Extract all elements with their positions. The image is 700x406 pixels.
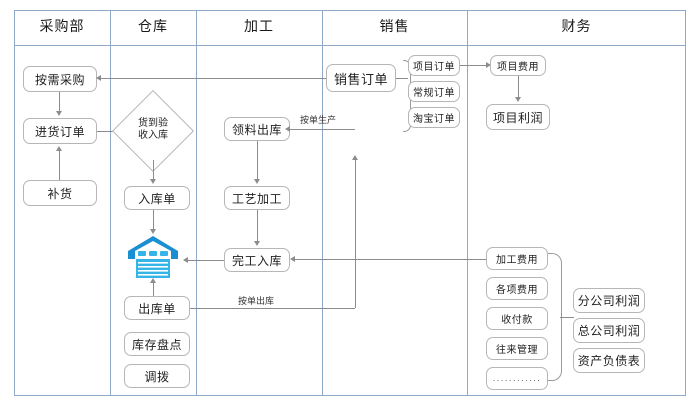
node-project-profit[interactable]: 项目利润: [486, 104, 550, 130]
arrow-outbound-to-sales: [351, 155, 358, 160]
node-project-order[interactable]: 项目订单: [408, 55, 460, 76]
arrow-inspect-to-inbound: [149, 179, 156, 184]
arrow-sales-to-pick: [285, 125, 290, 132]
arrow-cost-to-profit: [514, 97, 521, 102]
lane-divider-1: [110, 10, 111, 396]
lane-header-warehouse: 仓库: [138, 19, 168, 35]
node-inbound-order[interactable]: 入库单: [124, 186, 190, 210]
edge-outbound-riser: [355, 160, 356, 308]
edge-sales-bracket-stem: [396, 78, 408, 79]
arrow-demand-to-order: [55, 111, 62, 116]
node-branch-profit[interactable]: 分公司利润: [573, 288, 645, 313]
node-current-account[interactable]: 往来管理: [486, 337, 548, 360]
node-balance-sheet[interactable]: 资产负债表: [573, 348, 645, 373]
lane-header-processing: 加工: [244, 19, 274, 35]
edge-project-order-to-cost: [460, 65, 486, 66]
node-process-work[interactable]: 工艺加工: [224, 186, 290, 210]
edge-label-make-to-order: 按单生产: [300, 116, 337, 126]
edge-label-ship-to-order: 按单出库: [238, 297, 275, 307]
lane-divider-3: [322, 10, 323, 396]
node-pick-outbound[interactable]: 领料出库: [224, 117, 290, 141]
edge-sales-to-pick: [290, 129, 355, 130]
edge-outbound-to-sales: [190, 308, 355, 309]
node-purchase-order[interactable]: 进货订单: [23, 118, 97, 144]
arrow-replenish-to-order: [55, 146, 62, 151]
arrow-finish-to-warehouse: [183, 256, 188, 263]
edge-pick-to-process: [257, 141, 258, 179]
node-receipt-payment[interactable]: 收付款: [486, 307, 548, 330]
arrow-process-to-finish: [253, 241, 260, 246]
edge-bracket-to-reports: [560, 317, 574, 318]
node-demand-purchase[interactable]: 按需采购: [23, 66, 97, 92]
node-transfer[interactable]: 调拨: [124, 364, 190, 388]
edge-inbound-to-warehouse: [153, 210, 154, 229]
goods-inspect-line2: 收入库: [138, 130, 168, 141]
lane-header-sales: 销售: [379, 19, 410, 35]
node-processing-cost[interactable]: 加工费用: [486, 247, 548, 270]
node-regular-order[interactable]: 常规订单: [408, 81, 460, 102]
arrow-processing-cost-to-finish: [290, 255, 295, 262]
lane-divider-2: [196, 10, 197, 396]
lane-divider-4: [467, 10, 468, 396]
arrow-pick-to-process: [253, 179, 260, 184]
edge-processing-cost-to-finish: [295, 259, 486, 260]
goods-inspect-line1: 货到验: [138, 118, 168, 129]
node-goods-inspect-label: 货到验 收入库: [118, 118, 188, 142]
node-stock-count[interactable]: 库存盘点: [124, 332, 190, 356]
node-finish-inbound[interactable]: 完工入库: [224, 248, 290, 272]
arrow-sales-to-purchase: [96, 74, 101, 81]
edge-process-to-finish: [257, 210, 258, 241]
node-project-cost[interactable]: 项目费用: [490, 55, 546, 76]
lane-header-finance: 财务: [561, 19, 592, 35]
node-company-profit[interactable]: 总公司利润: [573, 318, 645, 343]
node-sales-order[interactable]: 销售订单: [326, 64, 396, 92]
edge-demand-to-order: [59, 92, 60, 111]
edge-order-to-inspect: [97, 131, 120, 132]
node-replenish[interactable]: 补货: [23, 180, 97, 206]
lane-header-purchasing: 采购部: [39, 19, 85, 35]
arrow-outbound-to-warehouse: [149, 278, 156, 283]
edge-finish-to-warehouse: [188, 260, 224, 261]
node-etc[interactable]: ............: [486, 367, 548, 390]
warehouse-icon: [127, 234, 179, 284]
node-taobao-order[interactable]: 淘宝订单: [408, 107, 460, 128]
edge-replenish-to-order: [59, 151, 60, 180]
edge-cost-to-profit: [518, 76, 519, 97]
arrow-project-order-to-cost: [486, 61, 491, 68]
node-outbound-order[interactable]: 出库单: [124, 296, 190, 320]
edge-sales-to-purchase: [101, 78, 326, 79]
edge-inspect-to-inbound: [153, 160, 154, 179]
node-various-cost[interactable]: 各项费用: [486, 277, 548, 300]
arrow-inbound-to-warehouse: [149, 229, 156, 234]
edge-outbound-to-warehouse: [153, 283, 154, 296]
header-rule: [14, 45, 686, 46]
